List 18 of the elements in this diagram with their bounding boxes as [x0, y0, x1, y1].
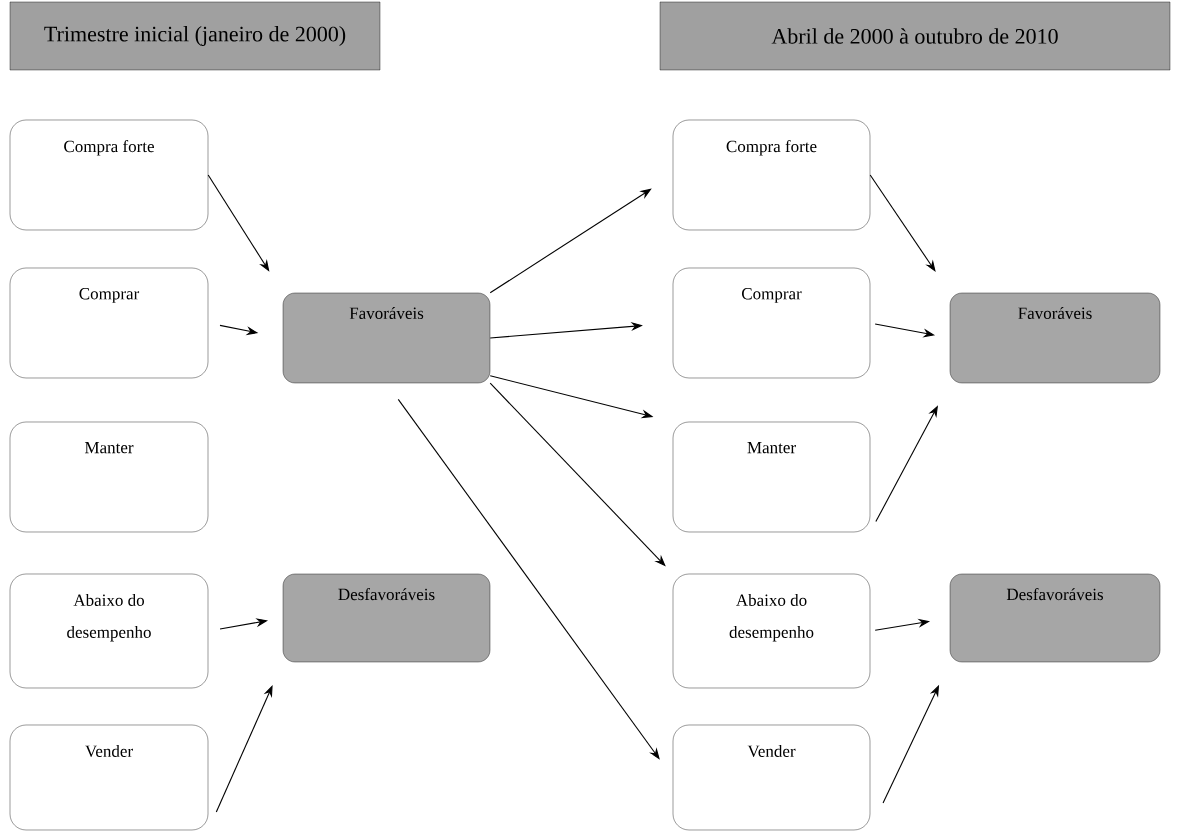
- rating-box: Vender: [9, 724, 209, 831]
- category-box: Desfavoráveis: [282, 573, 491, 663]
- header-box: Abril de 2000 à outubro de 2010: [659, 1, 1171, 71]
- arrow: [489, 188, 652, 294]
- category-box: Favoráveis: [282, 292, 491, 384]
- arrow: [215, 685, 273, 813]
- rating-box: Comprar: [9, 267, 209, 379]
- rating-box: Comprar: [672, 267, 871, 379]
- header-box: Trimestre inicial (janeiro de 2000): [9, 1, 381, 71]
- rating-box: Abaixo do desempenho: [9, 573, 209, 689]
- rating-box: Compra forte: [672, 119, 871, 231]
- rating-box: Abaixo do desempenho: [672, 573, 871, 689]
- category-box: Desfavoráveis: [949, 573, 1161, 663]
- rating-box: Manter: [9, 421, 209, 533]
- category-box: Favoráveis: [949, 292, 1161, 384]
- rating-box: Vender: [672, 724, 871, 831]
- rating-box: Compra forte: [9, 119, 209, 231]
- rating-box: Manter: [672, 421, 871, 533]
